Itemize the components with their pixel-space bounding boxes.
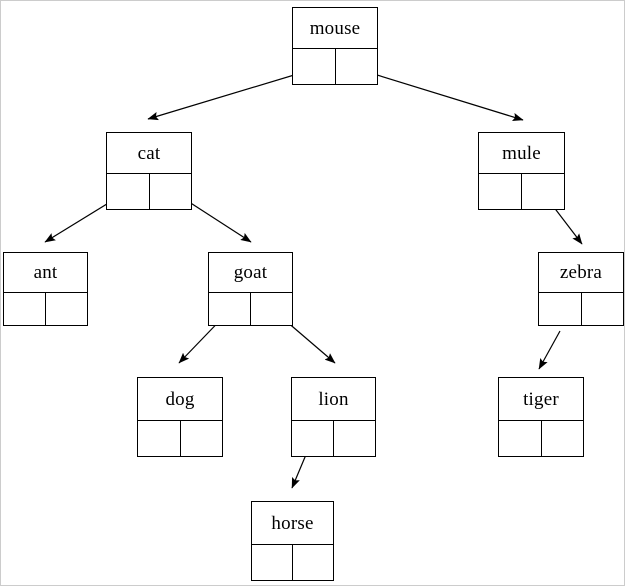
node-label-goat: goat <box>233 262 268 283</box>
node-right-pointer-horse[interactable] <box>293 545 333 580</box>
node-pointer-cells-ant <box>4 292 87 325</box>
node-pointer-cells-tiger <box>499 420 583 456</box>
node-pointer-cells-dog <box>138 420 222 456</box>
tree-node-zebra[interactable]: zebra <box>538 252 624 326</box>
node-left-pointer-ant[interactable] <box>4 293 46 325</box>
node-label-dog: dog <box>165 388 195 410</box>
node-label-cat: cat <box>137 142 161 164</box>
tree-node-mouse[interactable]: mouse <box>292 7 378 85</box>
node-pointer-cells-goat <box>209 292 292 325</box>
tree-node-tiger[interactable]: tiger <box>498 377 584 457</box>
node-left-pointer-lion[interactable] <box>292 421 334 456</box>
node-left-pointer-dog[interactable] <box>138 421 181 456</box>
edge-mouse-left-to-cat <box>147 68 315 121</box>
node-pointer-cells-lion <box>292 420 375 456</box>
node-pointer-cells-cat <box>107 173 191 209</box>
edge-zebra-left-to-tiger <box>538 330 561 370</box>
node-left-pointer-tiger[interactable] <box>499 421 542 456</box>
node-label-horse: horse <box>271 512 314 534</box>
tree-node-cat[interactable]: cat <box>106 132 192 210</box>
node-right-pointer-cat[interactable] <box>150 174 192 209</box>
node-label-tiger: tiger <box>523 388 559 410</box>
tree-node-mule[interactable]: mule <box>478 132 565 210</box>
node-right-pointer-ant[interactable] <box>46 293 87 325</box>
tree-node-goat[interactable]: goat <box>208 252 293 326</box>
tree-node-horse[interactable]: horse <box>251 501 334 581</box>
node-right-pointer-zebra[interactable] <box>582 293 624 325</box>
node-pointer-cells-horse <box>252 544 333 580</box>
node-label-mouse: mouse <box>309 17 361 39</box>
node-left-pointer-cat[interactable] <box>107 174 150 209</box>
node-right-pointer-dog[interactable] <box>181 421 223 456</box>
node-left-pointer-mule[interactable] <box>479 174 522 209</box>
node-left-pointer-zebra[interactable] <box>539 293 582 325</box>
node-label-lion: lion <box>318 388 349 410</box>
node-right-pointer-lion[interactable] <box>334 421 375 456</box>
node-label-zebra: zebra <box>559 262 603 283</box>
node-left-pointer-goat[interactable] <box>209 293 251 325</box>
node-pointer-cells-zebra <box>539 292 623 325</box>
node-label-mule: mule <box>502 142 541 164</box>
tree-node-lion[interactable]: lion <box>291 377 376 457</box>
tree-node-dog[interactable]: dog <box>137 377 223 457</box>
tree-node-ant[interactable]: ant <box>3 252 88 326</box>
node-right-pointer-mule[interactable] <box>522 174 564 209</box>
node-pointer-cells-mule <box>479 173 564 209</box>
node-right-pointer-mouse[interactable] <box>336 49 378 84</box>
node-right-pointer-tiger[interactable] <box>542 421 584 456</box>
node-right-pointer-goat[interactable] <box>251 293 292 325</box>
node-label-ant: ant <box>33 262 58 283</box>
node-pointer-cells-mouse <box>293 48 377 84</box>
node-left-pointer-mouse[interactable] <box>293 49 336 84</box>
node-left-pointer-horse[interactable] <box>252 545 293 580</box>
